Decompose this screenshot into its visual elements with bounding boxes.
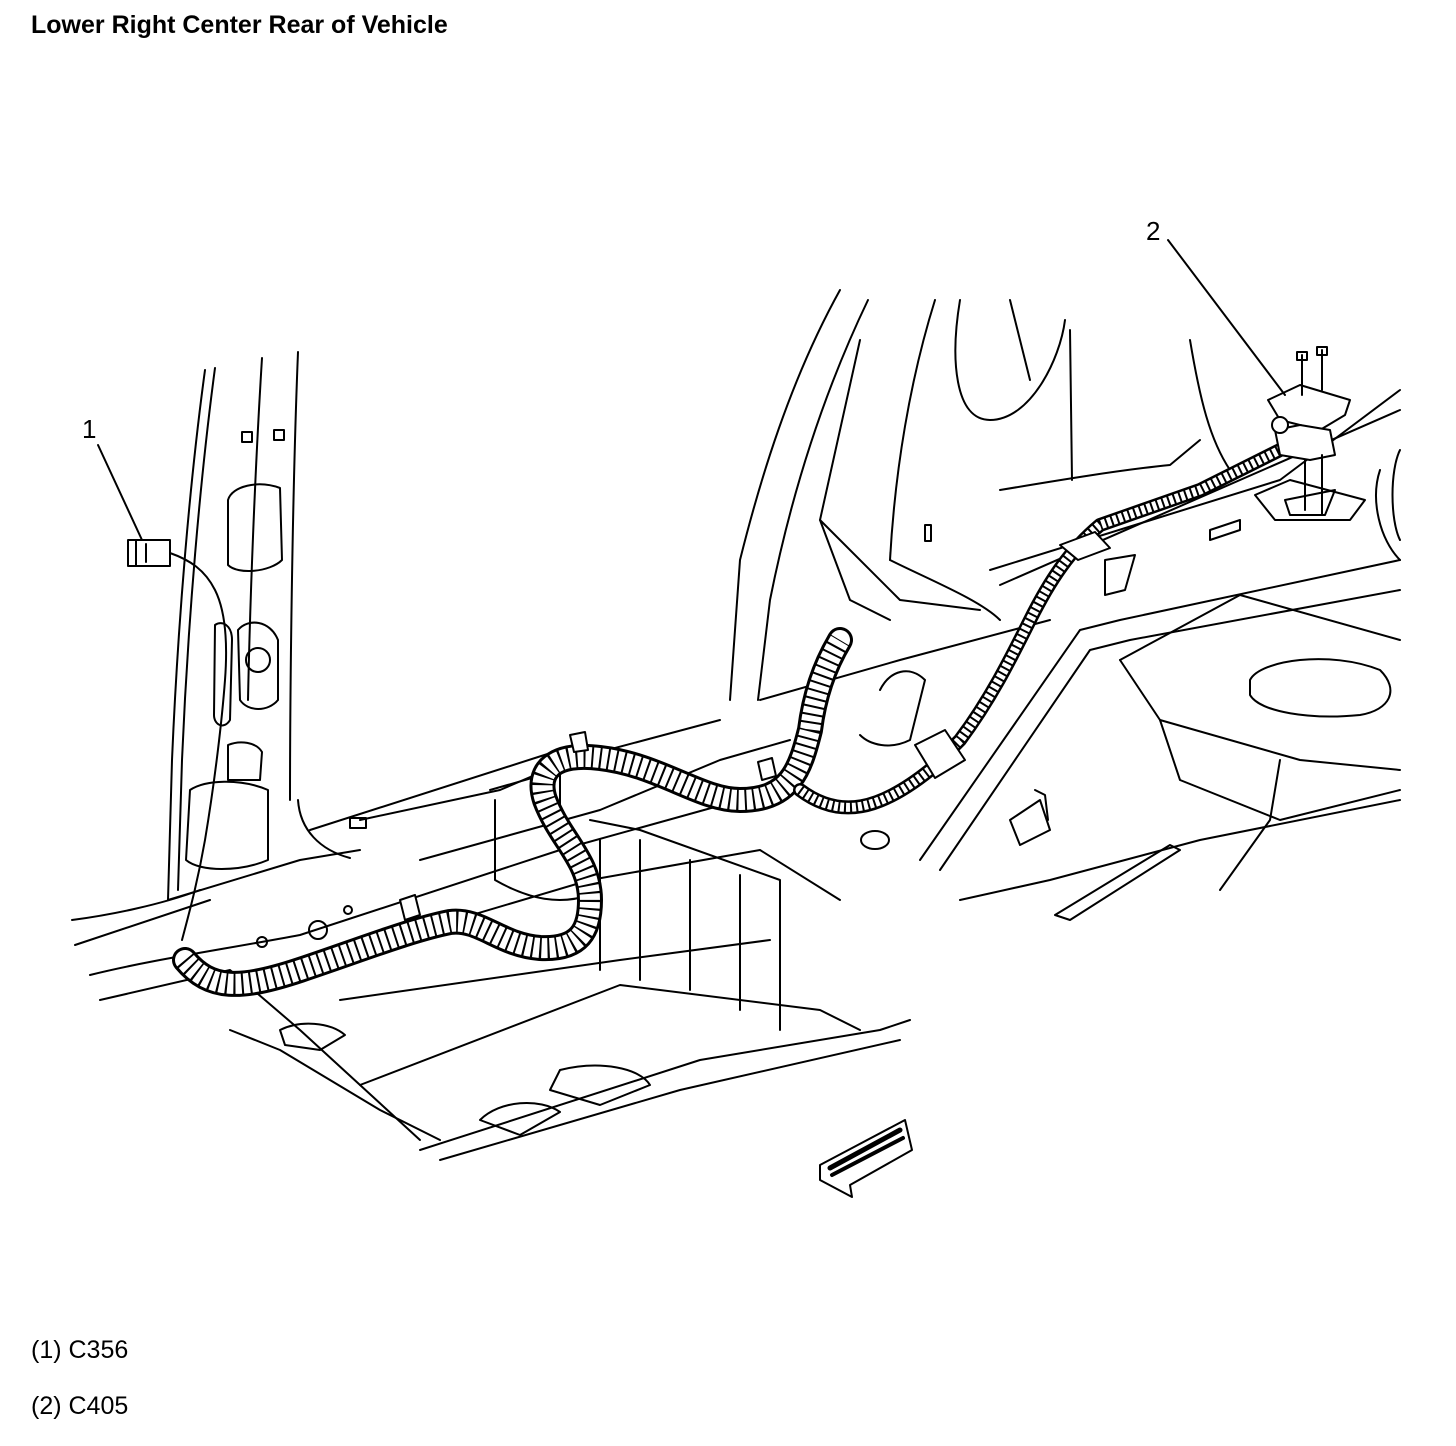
callout-2-leader (1168, 240, 1285, 395)
legend-item-c405: (2) C405 (31, 1392, 129, 1420)
forward-arrow-icon (820, 1120, 912, 1197)
left-pillar (72, 352, 360, 945)
callout-1-leader (98, 445, 142, 540)
c356-connector (128, 540, 226, 940)
callout-1-number: 1 (82, 414, 96, 444)
callout-2-number: 2 (1146, 216, 1160, 246)
legend-item-c356: (1) C356 (31, 1336, 129, 1364)
wiring-harness (185, 440, 1300, 984)
diagram-title: Lower Right Center Rear of Vehicle (31, 11, 448, 39)
c405-connector (1268, 347, 1350, 515)
